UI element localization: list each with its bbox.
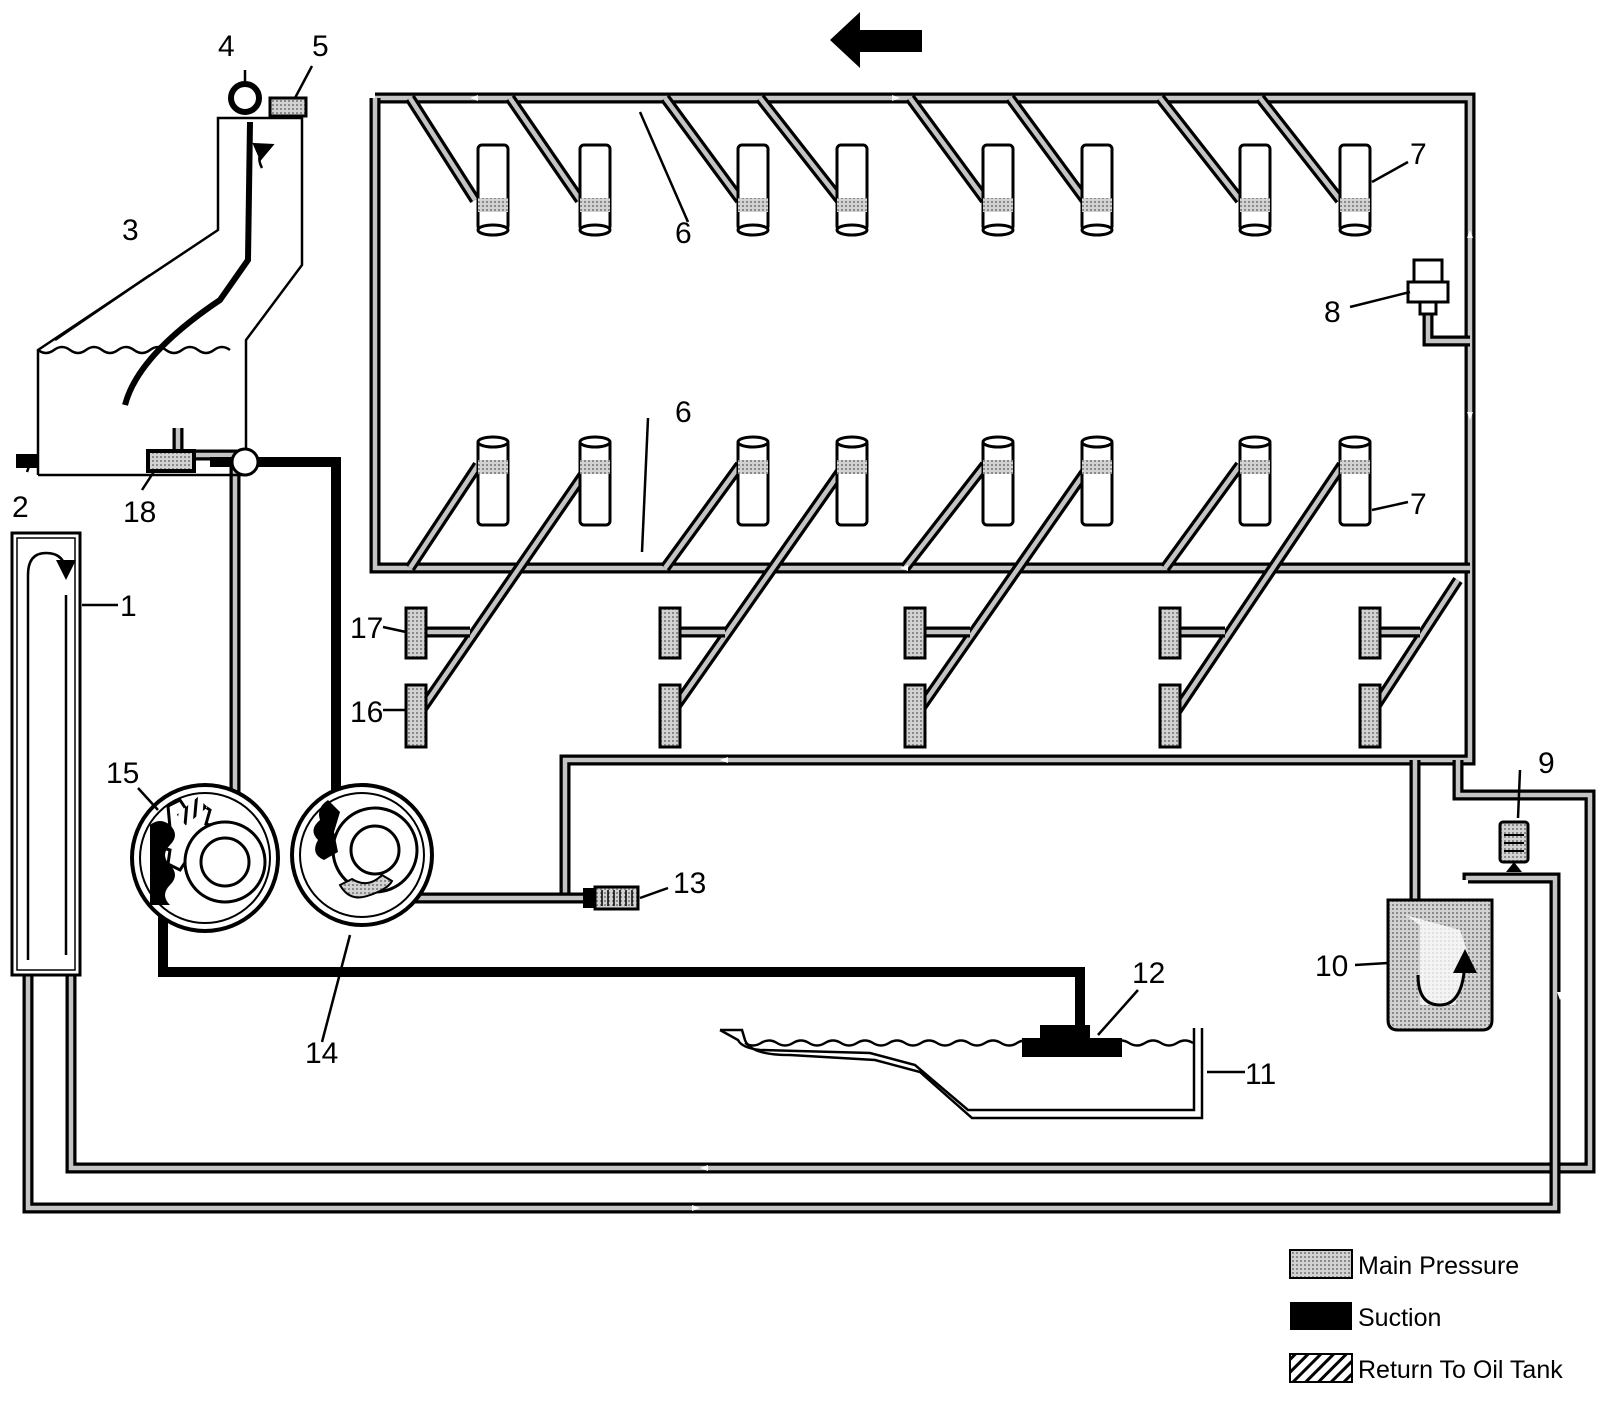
cylinders-upper — [476, 143, 1372, 237]
arrow-left-icon — [830, 12, 922, 68]
legend-swatch-return — [1289, 1353, 1353, 1383]
pressure-sensor-8 — [1406, 258, 1450, 316]
callout-4: 4 — [218, 30, 235, 63]
filler-cap-5 — [268, 96, 308, 118]
inlet-screen-13 — [583, 885, 640, 911]
drain-plug-2 — [16, 454, 38, 468]
cylinders-lower — [476, 435, 1372, 527]
suction-lines — [158, 457, 1085, 1035]
callout-16: 16 — [350, 696, 383, 729]
callout-6-upper: 6 — [675, 217, 692, 250]
pickup-12 — [1022, 1025, 1122, 1057]
legend-label-return: Return To Oil Tank — [1358, 1356, 1563, 1384]
scavenge-pump-15 — [130, 783, 280, 933]
callout-13: 13 — [673, 867, 706, 900]
check-valve-18 — [146, 449, 196, 473]
crossover-18 — [230, 447, 260, 477]
legend-label-main-pressure: Main Pressure — [1358, 1252, 1519, 1280]
callout-7-lower: 7 — [1410, 488, 1427, 521]
callouts: 1 2 3 4 5 6 6 7 7 8 9 10 11 12 13 14 15 … — [12, 30, 1555, 1091]
callout-2: 2 — [12, 491, 29, 524]
callout-9: 9 — [1538, 747, 1555, 780]
callout-1: 1 — [120, 590, 137, 623]
callout-11: 11 — [1245, 1058, 1276, 1091]
callout-12: 12 — [1132, 957, 1165, 990]
callout-5: 5 — [312, 30, 329, 63]
legend: Main Pressure Suction Return To Oil Tank — [1289, 1249, 1563, 1384]
oil-pan-11 — [719, 1028, 1204, 1120]
oil-cooler — [10, 531, 82, 977]
legend-swatch-main-pressure — [1289, 1249, 1353, 1279]
legend-label-suction: Suction — [1358, 1304, 1441, 1332]
flow-arrows — [470, 95, 1563, 1211]
callout-17: 17 — [350, 612, 383, 645]
callout-6-lower: 6 — [675, 396, 692, 429]
pressure-pump-14 — [290, 783, 434, 927]
callout-8: 8 — [1324, 296, 1341, 329]
callout-3: 3 — [122, 214, 139, 247]
callout-7-upper: 7 — [1410, 138, 1427, 171]
relief-valve-9 — [1498, 820, 1530, 872]
callout-18: 18 — [123, 496, 156, 529]
callout-10: 10 — [1315, 950, 1348, 983]
callout-15: 15 — [106, 757, 139, 790]
dipstick-handle-4 — [228, 81, 262, 115]
callout-14: 14 — [305, 1037, 338, 1070]
oil-filter-10 — [1386, 898, 1494, 1032]
oil-tank — [36, 116, 304, 477]
legend-swatch-suction — [1290, 1302, 1352, 1330]
bearings-16 — [404, 683, 1382, 749]
leader-lines — [25, 65, 1522, 1074]
bearings-17 — [404, 606, 1382, 660]
